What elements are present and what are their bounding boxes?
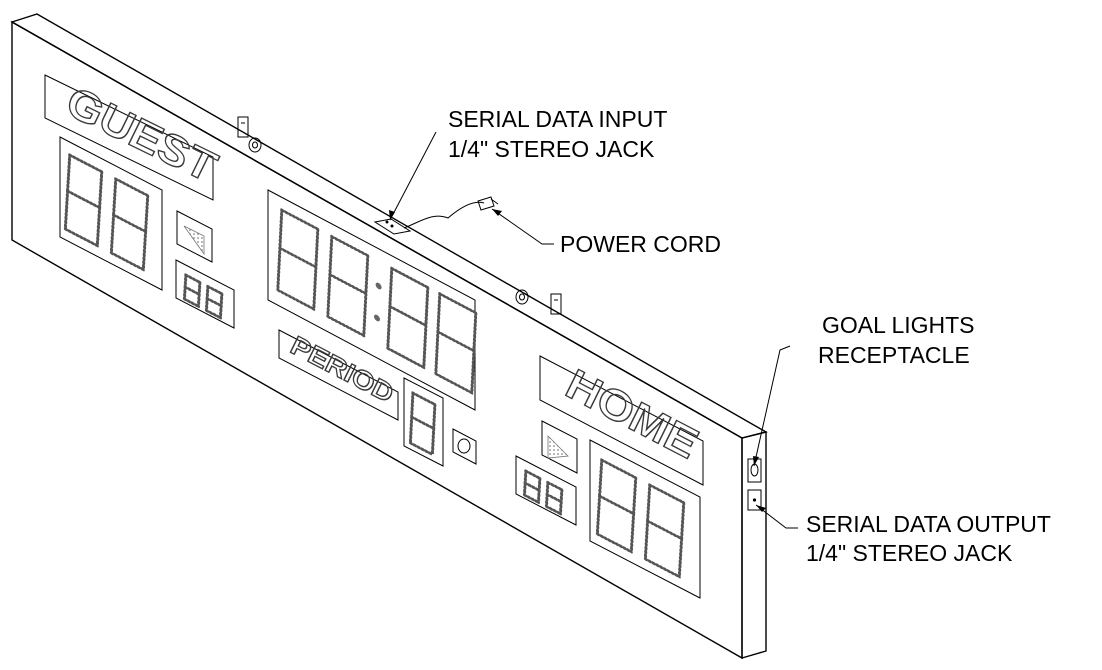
guest-score-digits bbox=[63, 153, 150, 272]
home-label-panel: HOME bbox=[539, 355, 704, 486]
serial-input-plate bbox=[373, 218, 412, 235]
period-label: PERIOD bbox=[289, 329, 396, 410]
callout-serial-output-line1: SERIAL DATA OUTPUT bbox=[806, 511, 1051, 537]
home-score-display bbox=[589, 439, 701, 599]
eyebolt-left bbox=[248, 137, 262, 153]
period-display bbox=[403, 377, 444, 467]
horn-indicator bbox=[452, 428, 477, 465]
mounting-bracket-right bbox=[550, 293, 562, 315]
mounting-hardware bbox=[237, 116, 562, 315]
guest-arrow-icon bbox=[183, 225, 205, 256]
home-label: HOME bbox=[563, 357, 702, 471]
eyebolt-right bbox=[515, 289, 529, 305]
leader-serial-input bbox=[389, 131, 437, 221]
home-penalty-display bbox=[515, 455, 577, 526]
board-end-face bbox=[741, 431, 767, 659]
callout-serial-input-line1: SERIAL DATA INPUT bbox=[448, 106, 667, 132]
board-body bbox=[10, 13, 768, 660]
callout-serial-output-line2: 1/4" STEREO JACK bbox=[806, 540, 1013, 566]
leader-goal-lights bbox=[753, 345, 791, 467]
power-cord-plug bbox=[477, 196, 499, 211]
period-label-panel: PERIOD bbox=[278, 328, 399, 421]
leader-serial-output bbox=[755, 504, 798, 529]
horn-icon bbox=[457, 438, 471, 454]
callout-leaders bbox=[389, 131, 798, 529]
guest-label: GUEST bbox=[63, 75, 223, 195]
game-clock-display bbox=[267, 189, 478, 411]
game-clock-digits bbox=[276, 208, 478, 395]
guest-penalty-display bbox=[175, 259, 235, 329]
callout-goal-lights-line2: RECEPTACLE bbox=[818, 342, 970, 368]
home-possession-indicator bbox=[541, 420, 578, 474]
power-cord bbox=[403, 201, 485, 229]
callout-labels: SERIAL DATA INPUT 1/4" STEREO JACK POWER… bbox=[448, 106, 1051, 566]
callout-goal-lights-line1: GOAL LIGHTS bbox=[822, 312, 975, 338]
serial-output-jack bbox=[747, 489, 762, 511]
home-score-digits bbox=[595, 458, 686, 579]
home-arrow-icon bbox=[547, 435, 569, 459]
callout-serial-input-line2: 1/4" STEREO JACK bbox=[448, 136, 655, 162]
leader-power-cord bbox=[491, 208, 554, 245]
callout-power-cord: POWER CORD bbox=[560, 231, 721, 257]
guest-possession-indicator bbox=[176, 210, 213, 263]
guest-label-panel: GUEST bbox=[44, 74, 223, 201]
board-top-face bbox=[10, 13, 768, 439]
guest-score-display bbox=[59, 136, 163, 291]
mounting-bracket-left bbox=[237, 116, 249, 138]
